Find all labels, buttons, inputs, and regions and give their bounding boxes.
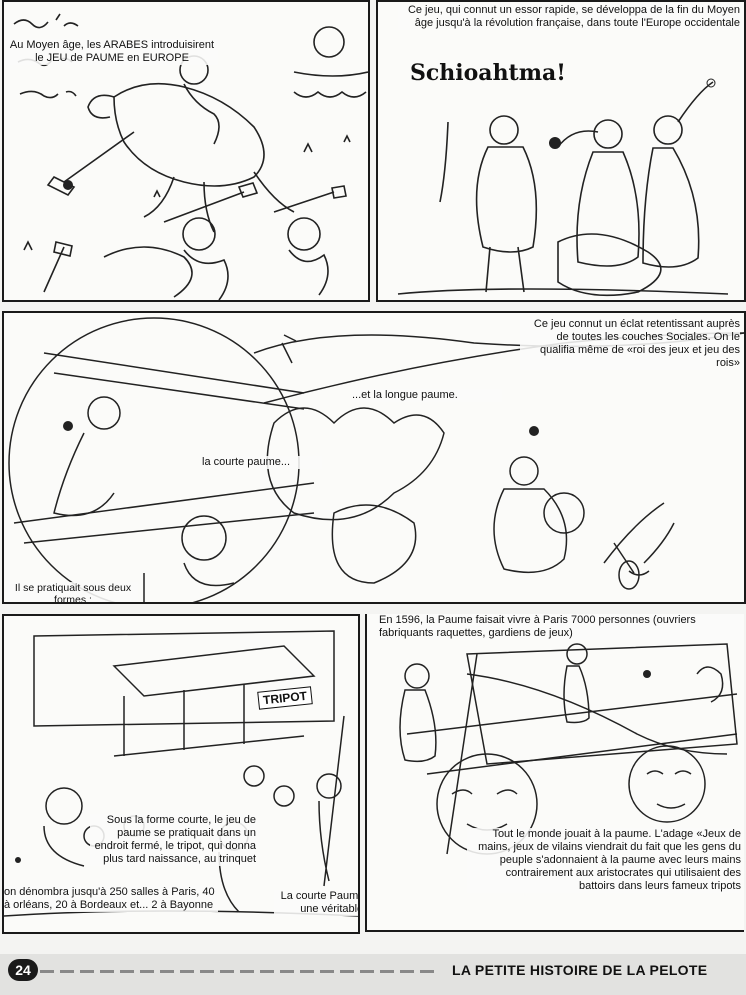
page-number: 24: [8, 959, 38, 981]
panel-medieval-players: Ce jeu, qui connut un essor rapide, se d…: [376, 0, 746, 302]
caption-adage: Tout le monde jouait à la paume. L'adage…: [467, 828, 741, 893]
caption-eclat: Ce jeu connut un éclat retentissant aupr…: [520, 318, 740, 370]
speech-exclamation: Schioahtma!: [410, 60, 566, 86]
label-longue-paume: ...et la longue paume.: [352, 389, 502, 402]
panel-arabs-polo: Au Moyen âge, les ARABES introduisirent …: [2, 0, 370, 302]
illustration-tripot-crowd: [4, 630, 358, 917]
illustration-horsemen: [13, 13, 368, 300]
caption-1596: En 1596, la Paume faisait vivre à Paris …: [379, 614, 743, 640]
running-title: LA PETITE HISTOIRE DE LA PELOTE: [452, 962, 708, 978]
caption-salles: on dénombra jusqu'à 250 salles à Paris, …: [4, 886, 218, 912]
panel-two-forms: Ce jeu connut un éclat retentissant aupr…: [2, 311, 746, 604]
footer-stripe: [40, 970, 440, 973]
caption-arabs: Au Moyen âge, les ARABES introduisirent …: [6, 39, 218, 65]
caption-deux-formes: Il se pratiquait sous deux formes :: [8, 582, 138, 602]
label-courte-paume: la courte paume...: [202, 456, 322, 469]
panel-jeux-de-mains: En 1596, la Paume faisait vivre à Paris …: [365, 614, 744, 932]
illustration-peasants: [399, 643, 738, 855]
illustration-players: [397, 78, 729, 297]
caption-forme-courte: Sous la forme courte, le jeu de paume se…: [90, 814, 256, 866]
caption-essor: Ce jeu, qui connut un essor rapide, se d…: [398, 4, 740, 30]
panel-tripot: TRIPOT Sous la forme courte, le jeu de p…: [2, 614, 360, 934]
caption-industrie: La courte Paume donna lieu à une véritab…: [274, 890, 358, 916]
page-footer: [0, 954, 746, 995]
